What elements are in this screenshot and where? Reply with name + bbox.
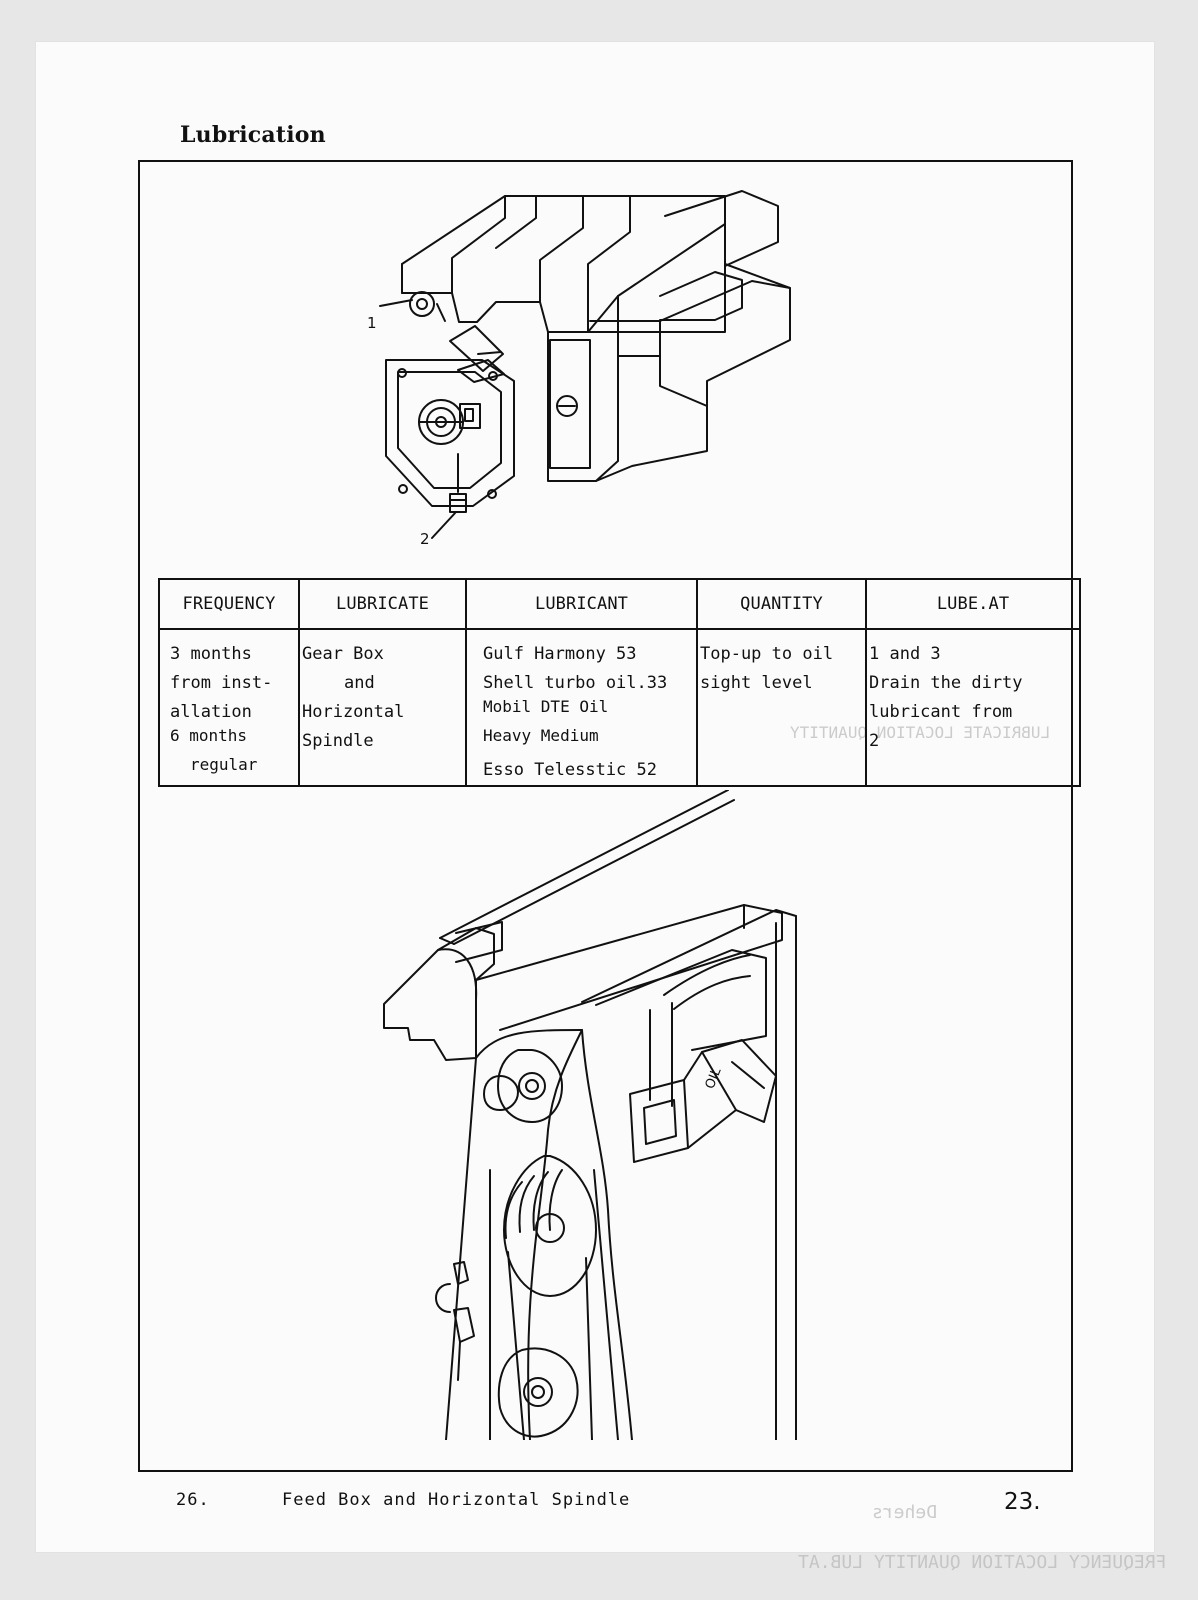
frequency-cell: 3 months from inst- allation 6 months re… [158, 628, 300, 787]
lubricate-line: Horizontal [302, 702, 405, 722]
lubricant-line: Esso Telesstic 52 [483, 760, 657, 780]
lube-at-line: 2 [869, 731, 880, 751]
lubricant-line: Heavy Medium [483, 726, 599, 745]
content-frame [138, 160, 1073, 1472]
lubricate-line: Gear Box [302, 644, 384, 664]
quantity-line: sight level [700, 673, 813, 693]
header-lubricate: LUBRICATE [298, 578, 467, 630]
lubricate-line: Spindle [302, 731, 374, 751]
page-number-left: 26. [176, 1490, 210, 1510]
callout-label-2: 2 [420, 530, 430, 548]
quantity-cell: Top-up to oil sight level [696, 628, 867, 787]
frequency-line: regular [190, 755, 258, 774]
quantity-line: Top-up to oil [700, 644, 834, 664]
lubricate-cell: Gear Box and Horizontal Spindle [298, 628, 467, 787]
lubricant-lines: Gulf Harmony 53 Shell turbo oil.33 Mobil… [483, 640, 696, 785]
lube-at-line: 1 and 3 [869, 644, 941, 664]
lubricate-line: and [344, 673, 375, 693]
header-frequency: FREQUENCY [158, 578, 300, 630]
quantity-lines: Top-up to oil sight level [700, 640, 865, 698]
bleed-through-text: FREQUENCY LOCATION QUANTITY LUB.AT [798, 1552, 1167, 1573]
table-row: 3 months from inst- allation 6 months re… [158, 628, 1081, 787]
lube-at-cell: 1 and 3 Drain the dirty lubricant from 2 [865, 628, 1081, 787]
frequency-line: allation [170, 702, 252, 722]
lube-at-line: lubricant from [869, 702, 1013, 722]
lubricant-line: Mobil DTE Oil [483, 697, 609, 716]
header-quantity: QUANTITY [696, 578, 867, 630]
section-title: Lubrication [180, 122, 326, 148]
footer-caption: Feed Box and Horizontal Spindle [282, 1490, 631, 1510]
lube-at-lines: 1 and 3 Drain the dirty lubricant from 2 [869, 640, 1079, 756]
feed-box-diagram [360, 176, 820, 566]
frequency-line: 3 months [170, 644, 252, 664]
document-page [36, 42, 1154, 1552]
frequency-lines: 3 months from inst- allation 6 months re… [170, 640, 298, 785]
horizontal-spindle-line-drawing [383, 790, 797, 1440]
feed-box-line-drawing [379, 190, 791, 539]
table-body: 3 months from inst- allation 6 months re… [158, 628, 1081, 787]
lubricant-line: Shell turbo oil.33 [483, 673, 668, 693]
lubricate-lines: Gear Box and Horizontal Spindle [302, 640, 465, 756]
page-number-right: 23. [1004, 1489, 1041, 1515]
header-lube-at: LUBE.AT [865, 578, 1081, 630]
header-lubricant: LUBRICANT [465, 578, 698, 630]
frequency-line: 6 months [170, 726, 248, 745]
frequency-line: from inst- [170, 673, 273, 693]
callout-label-1: 1 [367, 314, 377, 332]
lube-at-line: Drain the dirty [869, 673, 1023, 693]
horizontal-spindle-diagram [372, 790, 852, 1440]
lubricant-line: Gulf Harmony 53 [483, 644, 637, 664]
lubrication-table: FREQUENCY LUBRICATE LUBRICANT QUANTITY L… [158, 578, 1081, 787]
table-header: FREQUENCY LUBRICATE LUBRICANT QUANTITY L… [158, 578, 1081, 630]
lubricant-cell: Gulf Harmony 53 Shell turbo oil.33 Mobil… [465, 628, 698, 787]
bleed-through-text: Dehers [872, 1502, 938, 1523]
table-header-row: FREQUENCY LUBRICATE LUBRICANT QUANTITY L… [158, 578, 1081, 630]
lubrication-schedule-table: FREQUENCY LUBRICATE LUBRICANT QUANTITY L… [158, 578, 1081, 787]
